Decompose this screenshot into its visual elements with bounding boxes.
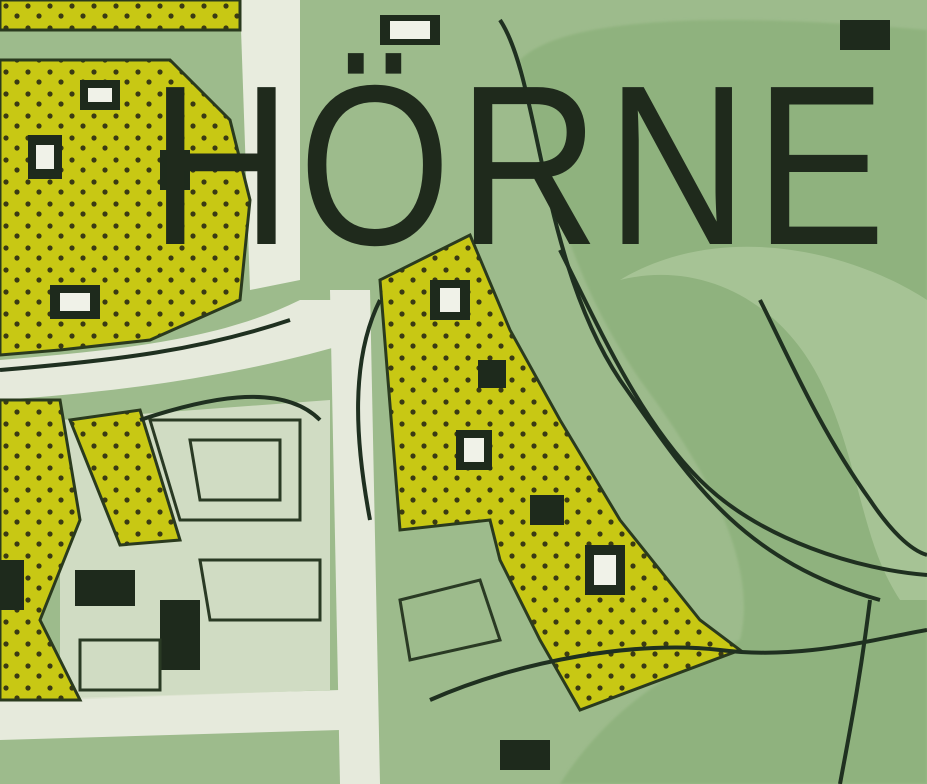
garden-nw [0,58,252,357]
meadow-highlight [620,246,927,600]
garden-west [0,398,83,702]
garden-west-inner [67,408,182,547]
meadow-area-east [520,20,927,784]
garden-top-strip [0,0,242,32]
road-bottom [0,690,340,740]
road-top [240,0,300,290]
road-north-south [330,290,380,784]
contour-lines [0,18,927,784]
settlement-detail [78,418,502,692]
building-highlights [36,21,616,585]
